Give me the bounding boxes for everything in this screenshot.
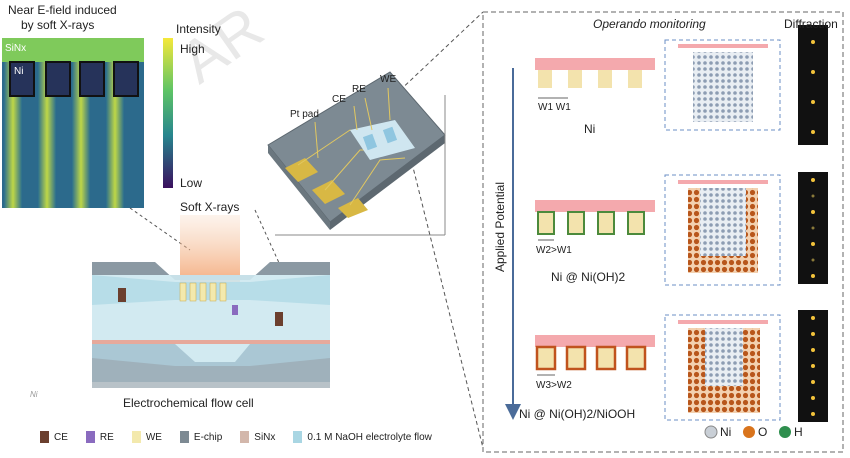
row-ni <box>535 25 828 145</box>
row1-width-label: W1 W1 <box>538 102 571 113</box>
legend-item: CE <box>40 431 68 443</box>
pt-pad-label: Pt pad <box>290 109 319 120</box>
legend-item: 0.1 M NaOH electrolyte flow <box>293 431 432 443</box>
legend-swatch <box>85 431 95 443</box>
legend-swatch <box>40 431 49 443</box>
flowcell-caption: Electrochemical flow cell <box>123 396 254 410</box>
colorbar-low: Low <box>180 176 203 190</box>
ni-atom-icon <box>704 425 718 439</box>
legend-label: 0.1 M NaOH electrolyte flow <box>307 431 432 443</box>
efield-heatmap <box>2 38 144 208</box>
row2-phase-label: Ni @ Ni(OH)2 <box>551 270 626 284</box>
legend-label: E-chip <box>193 431 223 443</box>
efield-title-line1: Near E-field induced <box>8 3 117 17</box>
legend-swatch <box>179 431 189 443</box>
legend-label: RE <box>99 431 114 443</box>
operando-panel-frame <box>482 11 844 453</box>
colorbar <box>163 38 173 188</box>
legend-swatch <box>131 431 141 443</box>
legend-swatch <box>240 431 250 443</box>
row3-phase-label: Ni @ Ni(OH)2/NiOOH <box>519 407 636 421</box>
legend: CE RE WE E-chip SiNx 0.1 M NaOH electrolyte f… <box>40 431 432 447</box>
legend-label: SiNx <box>254 431 276 443</box>
colorbar-high: High <box>180 42 205 56</box>
legend-item: WE <box>131 431 162 443</box>
legend-item: SiNx <box>240 431 275 443</box>
colorbar-title: Intensity <box>176 22 221 36</box>
legend-label: CE <box>54 431 68 443</box>
atom-legend-ni: Ni <box>720 425 732 439</box>
applied-potential-label: Applied Potential <box>493 181 508 273</box>
legend-swatch <box>293 431 303 443</box>
h-atom-icon <box>779 426 791 438</box>
o-atom-icon <box>743 426 755 438</box>
legend-label: WE <box>145 431 162 443</box>
ni-small-mark: Ni <box>30 390 38 399</box>
row-ni-oh2 <box>535 172 828 286</box>
sinx-label: SiNx <box>5 43 27 54</box>
row3-width-label: W3>W2 <box>536 380 572 391</box>
legend-item: RE <box>85 431 114 443</box>
xray-label: Soft X-rays <box>180 200 240 214</box>
row1-phase-label: Ni <box>584 122 596 136</box>
flow-cell <box>92 215 330 388</box>
ni-label: Ni <box>14 66 24 77</box>
atom-legend-o: O <box>758 425 768 439</box>
width-markers <box>537 97 568 376</box>
row-ni-oh2-niooh <box>535 310 828 422</box>
re-label: RE <box>352 84 366 95</box>
atom-legend-h: H <box>794 425 803 439</box>
we-label: WE <box>380 74 397 85</box>
ce-label: CE <box>332 94 346 105</box>
row2-width-label: W2>W1 <box>536 245 572 256</box>
operando-label: Operando monitoring <box>593 17 706 31</box>
e-chip <box>267 71 446 230</box>
diffraction-label: Diffraction <box>784 17 838 31</box>
legend-item: E-chip <box>179 431 223 443</box>
efield-title-line2: by soft X-rays <box>21 18 95 32</box>
